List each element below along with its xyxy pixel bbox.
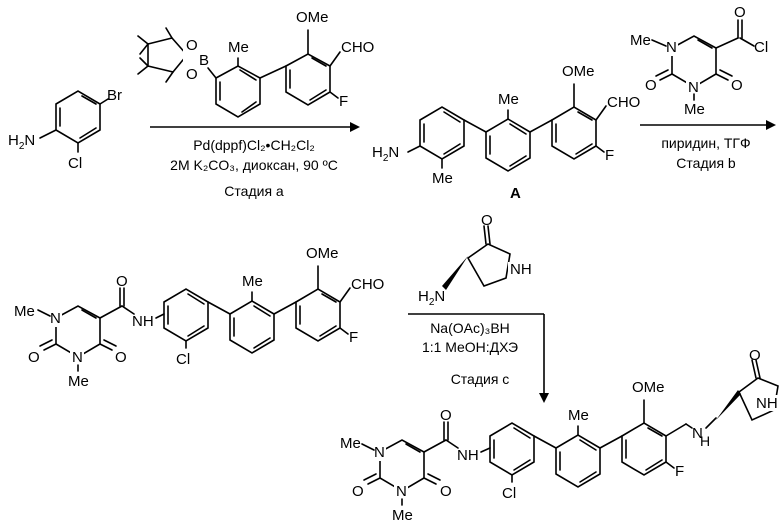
atom-label: Me: [242, 273, 263, 290]
atom-label: O: [645, 77, 657, 94]
atom-label: Me: [340, 435, 361, 452]
atom-label: CHO: [607, 94, 640, 111]
atom-label: Me: [630, 32, 651, 49]
atom-label: O: [186, 37, 198, 54]
atom-label: Me: [684, 101, 705, 118]
atom-label: Me: [498, 91, 519, 108]
atom-label: OMe: [296, 9, 329, 26]
atom-label: H2N: [8, 132, 35, 152]
atom-label: Cl: [176, 351, 190, 368]
atom-label: OMe: [562, 63, 595, 80]
atom-label: N: [374, 444, 385, 461]
atom-label: F: [349, 329, 358, 346]
uracil-acyl-chloride: N N Me O O Me O Cl: [630, 4, 768, 118]
atom-label: O: [749, 347, 761, 364]
start-aniline: H2N Cl Br: [8, 87, 122, 172]
atom-label: Cl: [502, 485, 516, 502]
atom-label: O: [731, 77, 743, 94]
compound-label-A: A: [510, 185, 521, 202]
atom-label: O: [115, 349, 127, 366]
atom-label: NH: [457, 447, 479, 464]
atom-label: Me: [568, 407, 589, 424]
step-a-base: 2M K₂CO₃, диоксан, 90 ºC: [170, 157, 338, 173]
atom-label: O: [734, 4, 746, 21]
atom-label: F: [605, 147, 614, 164]
arrow-step-a: [150, 122, 360, 132]
atom-label: OMe: [306, 245, 339, 262]
atom-label: H2N: [372, 144, 399, 164]
atom-label: N: [72, 349, 83, 366]
step-b-label: Стадия b: [676, 155, 736, 171]
atom-label: CHO: [341, 39, 374, 56]
atom-label: Br: [107, 87, 122, 104]
arrow-step-b: [640, 120, 776, 130]
atom-label: Me: [68, 373, 89, 390]
atom-label: H2N: [418, 288, 445, 308]
atom-label: NH: [756, 395, 778, 412]
atom-label: O: [352, 483, 364, 500]
step-c-reductant: Na(OAc)₃BH: [430, 320, 510, 336]
step-a-catalyst: Pd(dppf)Cl₂•CH₂Cl₂: [193, 137, 315, 153]
atom-label: Cl: [68, 155, 82, 172]
intermediate-amide: N N Me O O Me O NH Cl Me: [14, 245, 384, 390]
atom-label: N: [666, 39, 677, 56]
atom-label: N: [396, 483, 407, 500]
atom-label: NH: [692, 425, 710, 449]
atom-label: O: [116, 273, 128, 290]
atom-label: O: [440, 407, 452, 424]
step-b-reagents: пиридин, ТГФ: [661, 135, 750, 151]
atom-label: O: [28, 349, 40, 366]
intermediate-A: H2N Me Me OMe CHO F: [372, 63, 640, 187]
atom-label: NH: [510, 261, 532, 278]
atom-label: O: [440, 483, 452, 500]
step-c-solvent: 1:1 MeOH:ДХЭ: [422, 339, 518, 355]
atom-label: Me: [432, 170, 453, 187]
atom-label: O: [186, 66, 198, 83]
final-product: N N Me O O Me O NH Cl Me: [340, 347, 778, 524]
atom-label: Me: [14, 303, 35, 320]
atom-label: Me: [392, 507, 413, 524]
atom-label: O: [481, 212, 493, 229]
step-c-label: Стадия c: [451, 371, 510, 387]
atom-label: CHO: [351, 276, 384, 293]
atom-label: F: [675, 463, 684, 480]
atom-label: Cl: [754, 39, 768, 56]
aminopyrrolidinone-reagent: NH O H2N: [418, 212, 532, 308]
atom-label: Me: [228, 39, 249, 56]
atom-label: B: [199, 52, 209, 69]
atom-label: F: [339, 93, 348, 110]
atom-label: N: [50, 310, 61, 327]
atom-label: NH: [132, 313, 154, 330]
boronate-reagent: O O B Me OMe CHO F: [138, 9, 374, 117]
atom-label: OMe: [632, 379, 665, 396]
step-a-label: Стадия a: [224, 183, 284, 199]
